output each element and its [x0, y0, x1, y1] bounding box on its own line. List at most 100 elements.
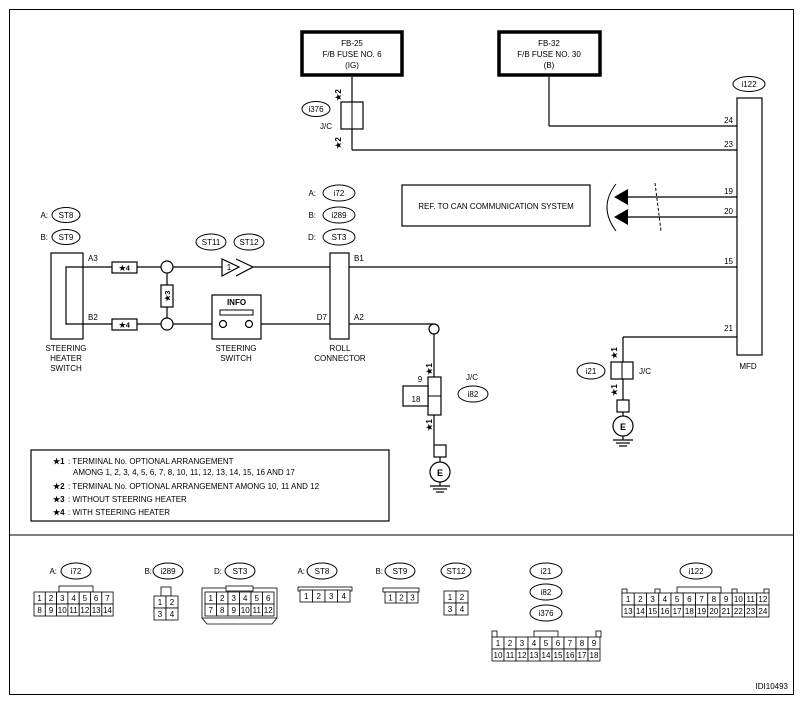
- pin-number: 14: [103, 606, 112, 615]
- jc-i21-mark-bottom: ★1: [610, 384, 619, 396]
- pin-number: 18: [685, 607, 694, 616]
- connector-st3-prefix: D:: [214, 567, 222, 576]
- pin-number: 19: [697, 607, 706, 616]
- heater-mark-4-lower: ★4: [119, 321, 131, 330]
- connector-st12-code: ST12: [239, 238, 259, 247]
- can-reference-text: REF. TO CAN COMMUNICATION SYSTEM: [418, 202, 574, 211]
- pin-number: 2: [508, 639, 513, 648]
- steering-switch-label-1: STEERING: [216, 344, 257, 353]
- pin-cell: [587, 648, 601, 662]
- pin-number: 14: [636, 607, 645, 616]
- outer-frame: [9, 9, 794, 695]
- steering-switch: INFO STEERING SWITCH: [211, 294, 262, 363]
- pin-number: 14: [542, 651, 551, 660]
- pin-number: 16: [660, 607, 669, 616]
- jc-i82: 9 18 ★1 ★1 J/C i82: [402, 363, 489, 431]
- pin-number: 13: [624, 607, 633, 616]
- connector-st9-prefix: B:: [375, 567, 383, 576]
- splice-lower: [160, 317, 174, 331]
- jc-i82-pin-18: 18: [412, 395, 421, 404]
- pin-number: 1: [626, 595, 631, 604]
- pin-number: 16: [566, 651, 575, 660]
- jc-i376-mark-bottom: ★2: [334, 137, 343, 149]
- pin-number: 2: [399, 594, 404, 603]
- can-arrow-19: [614, 189, 628, 205]
- jc-i376-code: i376: [308, 105, 324, 114]
- connector-i21-code-1: i21: [541, 567, 552, 576]
- pin-number: 22: [734, 607, 743, 616]
- pin-number: 3: [410, 594, 415, 603]
- jc-i21: ★1 ★1 i21 J/C: [576, 347, 651, 396]
- connector-st12-code: ST12: [446, 567, 466, 576]
- pin-number: 7: [699, 595, 704, 604]
- heater-mark-4-upper: ★4: [119, 264, 131, 273]
- roll-pin-a2: A2: [354, 313, 364, 322]
- connector-st9-code: ST9: [393, 567, 408, 576]
- pin-number: 6: [94, 594, 99, 603]
- pin-number: 1: [496, 639, 501, 648]
- pin-number: 9: [592, 639, 597, 648]
- roll-code-a: i72: [334, 189, 345, 198]
- pin-number: 4: [460, 605, 465, 614]
- legend-mark-3: ★3: [53, 495, 65, 504]
- pin-number: 8: [712, 595, 717, 604]
- connector-st8-prefix: A:: [297, 567, 305, 576]
- pin-number: 11: [253, 606, 262, 615]
- mfd-label: MFD: [739, 362, 757, 371]
- pin-number: 3: [60, 594, 65, 603]
- legend-text-1b: AMONG 1, 2, 3, 4, 5, 6, 7, 8, 10, 11, 12…: [73, 468, 295, 477]
- ground-left-letter: E: [437, 468, 443, 478]
- heater-pin-a3: A3: [88, 254, 98, 263]
- pin-number: 4: [663, 595, 668, 604]
- pin-number: 11: [69, 606, 78, 615]
- pin-number: 7: [209, 606, 214, 615]
- legend-mark-2: ★2: [53, 482, 65, 491]
- roll-label-1: ROLL: [330, 344, 351, 353]
- pin-number: 9: [49, 606, 54, 615]
- jc-i21-label: J/C: [639, 367, 651, 376]
- roll-code-b: i289: [331, 211, 347, 220]
- fuse-fb25: FB-25 F/B FUSE NO. 6 (IG): [300, 30, 404, 77]
- steering-switch-label-2: SWITCH: [220, 354, 252, 363]
- pin-number: 8: [37, 606, 42, 615]
- pin-number: 12: [518, 651, 527, 660]
- pin-number: 8: [220, 606, 225, 615]
- legend-text-4: : WITH STEERING HEATER: [68, 508, 170, 517]
- jc-i376-label: J/C: [320, 122, 332, 131]
- pin-number: 12: [264, 606, 273, 615]
- pin-number: 13: [92, 606, 101, 615]
- pin-number: 10: [241, 606, 250, 615]
- pin-number: 7: [568, 639, 573, 648]
- pin-number: 12: [758, 595, 767, 604]
- pin-number: 3: [232, 594, 237, 603]
- fuse-fb32-line1: FB-32: [538, 39, 560, 48]
- pin-number: 2: [49, 594, 54, 603]
- roll-code-d-prefix: D:: [308, 233, 316, 242]
- pin-number: 2: [317, 592, 322, 601]
- connector-i72-prefix: A:: [49, 567, 57, 576]
- heater-code-a: ST8: [59, 211, 74, 220]
- pin-number: 1: [388, 594, 393, 603]
- pin-number: 9: [232, 606, 237, 615]
- heater-label-2: HEATER: [50, 354, 82, 363]
- pin-number: 7: [105, 594, 110, 603]
- pin-number: 4: [170, 610, 175, 619]
- steering-heater-switch: ST8 A: ST9 B: A3 B2 STEERING HEATER SWIT…: [40, 207, 98, 373]
- heater-label-3: SWITCH: [50, 364, 82, 373]
- pin-number: 6: [266, 594, 271, 603]
- mfd-pin-15: 15: [724, 257, 733, 266]
- connector-pin-1: 1: [227, 263, 232, 272]
- heater-code-a-prefix: A:: [40, 211, 48, 220]
- connector-i122-code: i122: [688, 567, 704, 576]
- pin-number: 4: [71, 594, 76, 603]
- mfd-unit: i122 MFD 24 23 19 20 15 21: [724, 76, 766, 371]
- pin-number: 2: [220, 594, 225, 603]
- fuse-fb25-line1: FB-25: [341, 39, 363, 48]
- pin-number: 4: [532, 639, 537, 648]
- fuse-fb25-line3: (IG): [345, 61, 359, 70]
- pin-number: 10: [734, 595, 743, 604]
